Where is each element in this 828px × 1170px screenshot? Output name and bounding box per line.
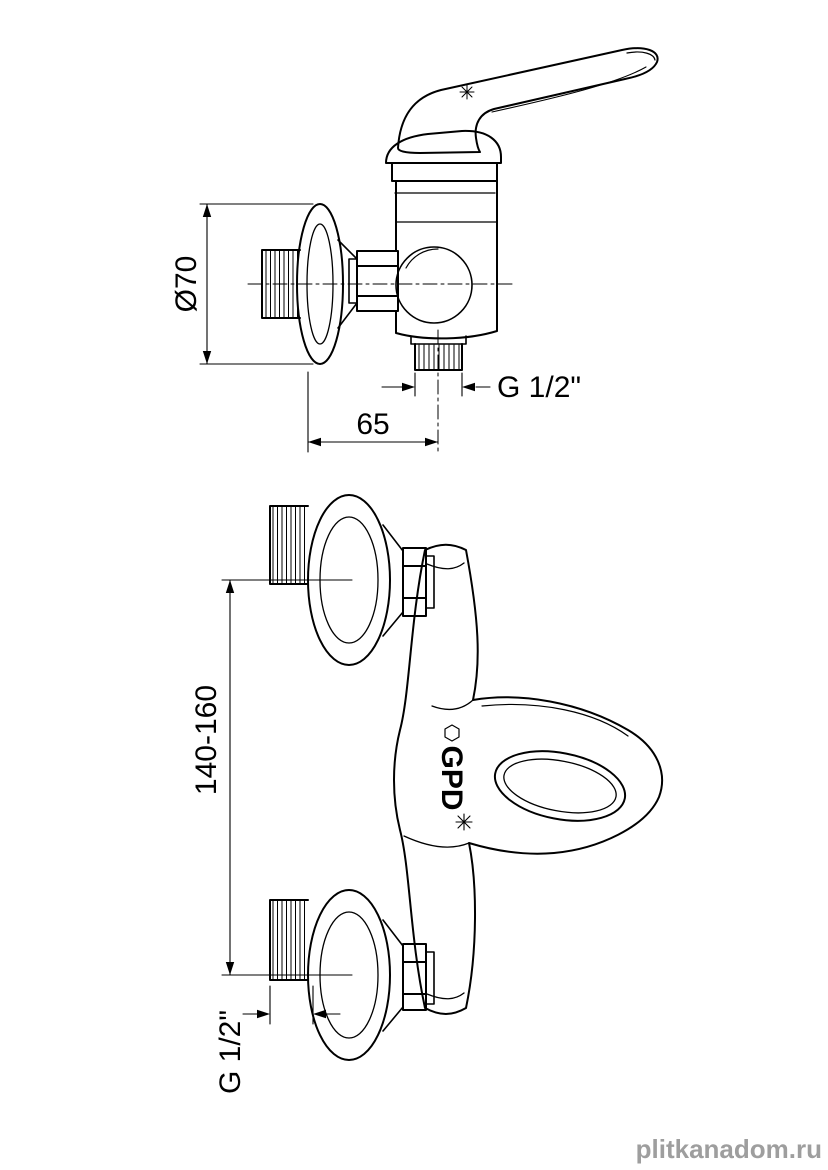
connection-nut [356,250,399,312]
dim-depth: 65 [356,408,389,441]
outlet-thread [414,343,463,371]
top-inlet-pipe-hatch [272,506,305,584]
lever-inner-contour [491,66,647,113]
dim-inlet-thread: G 1/2" [214,1010,247,1094]
side-view-dimensions: Ø70 G 1/2" 65 [170,203,581,453]
distance-extension-lines [221,579,353,976]
handle-mark-icon [459,84,475,100]
snowflake-icon [455,813,473,831]
top-flange-cone-lines [382,524,404,637]
bottom-inlet-pipe-hatch [272,900,305,980]
ball-joint [395,246,473,324]
hexagon-mark-icon [444,724,460,742]
lever-loop-outer [493,750,627,822]
front-body-outline [393,543,664,1015]
front-view-dimensions: 140-160 G 1/2" [190,579,353,1094]
thread-extension-lines [414,372,463,397]
ball-joint-arc [405,248,439,269]
bottom-inlet-pipe [269,899,309,981]
depth-arrowheads [308,437,438,447]
bottom-connection-nut [402,943,427,1011]
dim-flange-diameter: Ø70 [170,256,203,313]
brand-logo: GPD [435,745,468,810]
bottom-nut-step [425,951,435,1005]
top-inlet-pipe [269,505,309,585]
flange-cone-lines [337,239,358,329]
inlet-thread-extension-lines [269,985,314,1025]
watermark: plitkanadom.ru [636,1134,822,1164]
top-nut-step [425,555,435,609]
outlet-thread-hatch [418,344,460,370]
lever-loop-inner [503,758,617,814]
body-cap [391,162,498,182]
nut-step [348,258,358,304]
bottom-flange-cone-lines [382,919,404,1032]
body-outline [395,180,498,340]
dim-connection-distance: 140-160 [190,685,223,795]
dia-extension-lines [199,203,314,365]
front-body-collar-top [426,562,465,570]
inlet-thread-arrowheads [257,1009,326,1019]
front-body-junction-top [431,699,474,711]
handle-base [385,129,502,164]
dim-outlet-thread: G 1/2" [497,371,581,404]
lever-top-contour [481,703,629,737]
lever-tip-detail [626,51,656,61]
side-view [247,47,659,456]
front-body-collar-bottom [426,992,465,1000]
lever-handle-outline [397,47,659,154]
front-body-junction-bottom [403,835,470,848]
